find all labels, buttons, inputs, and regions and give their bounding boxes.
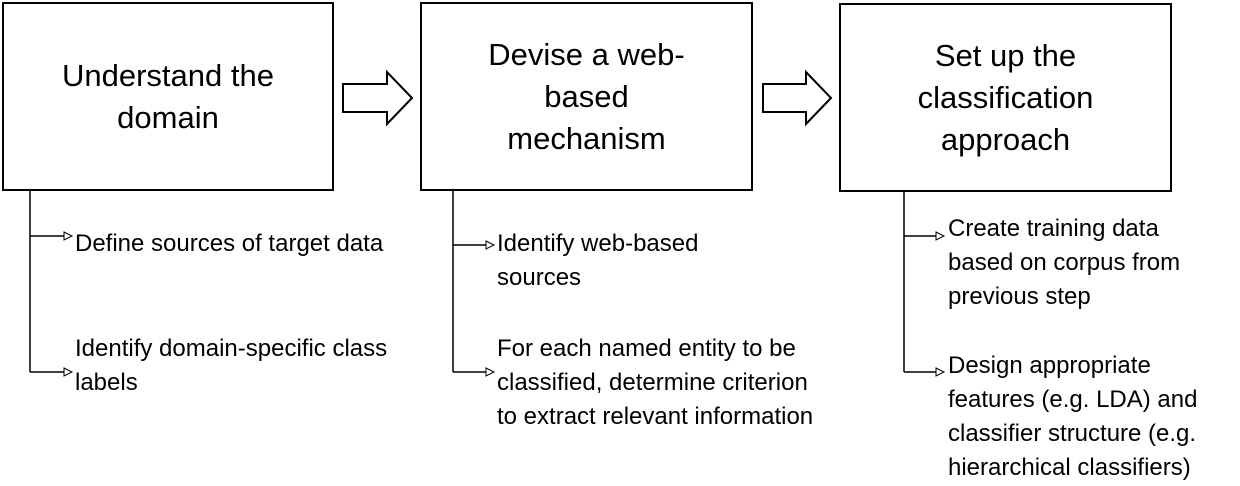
block-arrow-2-icon: [762, 69, 833, 127]
stage-3-box: Set up the classification approach: [839, 3, 1172, 192]
stage-3-step-2: Design appropriate features (e.g. LDA) a…: [948, 352, 1198, 481]
stage-3-branch-2-arrowhead: [935, 367, 946, 377]
stage-2-box: Devise a web-based mechanism: [420, 2, 753, 191]
stage-1-step-1: Define sources of target data: [75, 230, 384, 257]
stage-1-title: Understand the domain: [62, 57, 274, 135]
stage-2-step-2: For each named entity to be classified, …: [497, 335, 814, 430]
block-arrow-1-icon: [342, 69, 414, 127]
stage-3-title: Set up the classification approach: [917, 37, 1094, 157]
stage-1-box: Understand the domain: [2, 2, 334, 191]
stage-2-branch-1-arrowhead: [485, 240, 496, 250]
stage-3-step-1: Create training data based on corpus fro…: [948, 215, 1181, 310]
stage-3-branch-1-arrowhead: [935, 231, 946, 241]
stage-2-branch-2-arrowhead: [485, 367, 496, 377]
stage-1-branch-2-arrowhead: [63, 367, 74, 377]
stage-1-branch-1-arrowhead: [63, 231, 74, 241]
stage-1-step-2: Identify domain-specific class labels: [75, 335, 388, 396]
stage-2-step-1: Identify web-based sources: [497, 230, 699, 291]
stage-2-title: Devise a web-based mechanism: [488, 36, 685, 156]
